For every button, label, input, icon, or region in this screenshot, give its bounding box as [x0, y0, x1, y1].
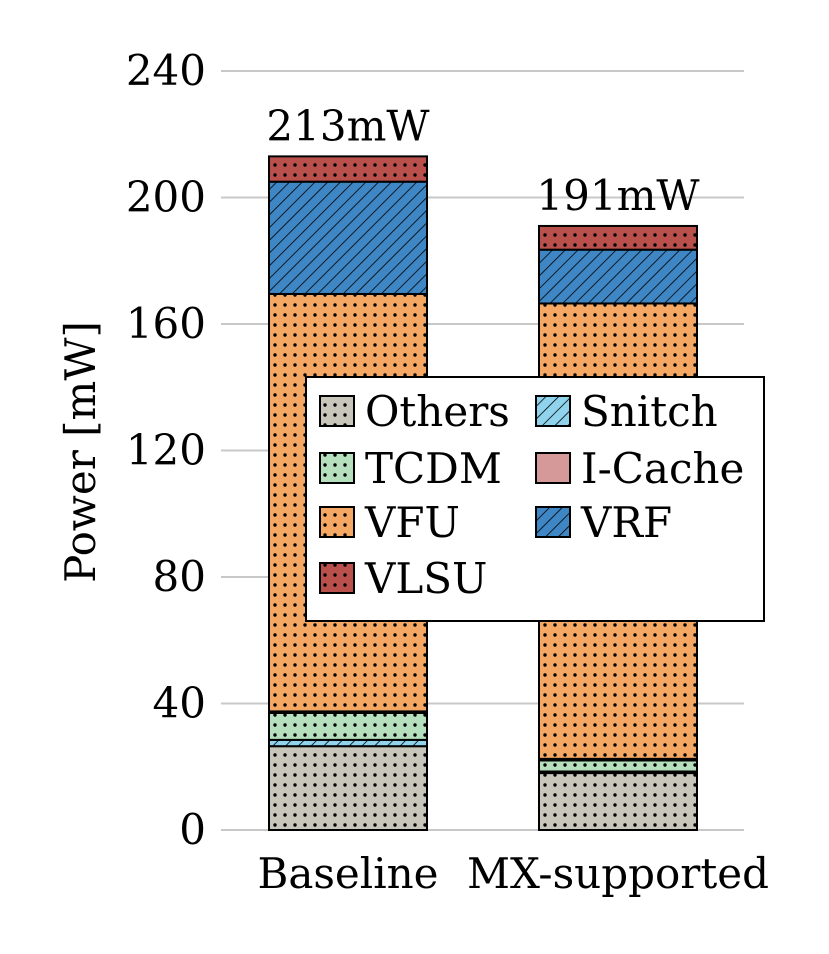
total-labels: 213mW 191mW	[266, 101, 700, 220]
legend-swatch-vlsu	[319, 562, 355, 594]
y-tick-label: 40	[153, 679, 206, 728]
x-tick-label-baseline: Baseline	[257, 849, 438, 898]
x-tick-label-mx-supported: MX-supported	[467, 849, 769, 898]
y-tick-label: 80	[153, 552, 206, 601]
legend-label-vfu: VFU	[364, 498, 460, 547]
y-axis-label: Power [mW]	[56, 321, 105, 583]
bar-segment-baseline-vlsu	[268, 155, 428, 183]
legend-label-snitch: Snitch	[581, 387, 718, 436]
x-axis-ticks: Baseline MX-supported	[257, 849, 769, 898]
y-tick-label: 240	[126, 46, 206, 95]
legend-swatch-i-cache	[535, 452, 571, 484]
legend-label-vrf: VRF	[580, 498, 672, 547]
legend-swatch-tcdm	[319, 452, 355, 484]
bar-segment-baseline-tcdm	[268, 711, 428, 741]
bar-segment-baseline-others	[268, 745, 428, 831]
y-tick-label: 120	[126, 426, 206, 475]
bar-segment-mx-supported-vlsu	[538, 224, 698, 251]
y-axis-ticks: 0 40 80 120 160 200 240	[126, 46, 206, 854]
bar-segment-baseline-vrf	[268, 180, 428, 295]
bar-segment-mx-supported-others	[538, 772, 698, 832]
legend-swatch-snitch	[535, 395, 571, 427]
y-tick-label: 160	[126, 299, 206, 348]
bar-segment-mx-supported-vrf	[538, 248, 698, 305]
total-label-baseline: 213mW	[266, 101, 430, 150]
legend-label-i-cache: I-Cache	[581, 444, 744, 493]
legend-label-others: Others	[365, 387, 510, 436]
bar-segment-mx-supported-tcdm	[538, 759, 698, 773]
legend-label-tcdm: TCDM	[365, 444, 502, 493]
legend-swatch-vrf	[535, 506, 571, 538]
y-tick-label: 200	[126, 173, 206, 222]
legend-label-vlsu: VLSU	[364, 554, 487, 603]
legend-swatch-others	[319, 395, 355, 427]
y-tick-label: 0	[179, 805, 206, 854]
total-label-mx-supported: 191mW	[536, 171, 700, 220]
legend-swatch-vfu	[319, 506, 355, 538]
